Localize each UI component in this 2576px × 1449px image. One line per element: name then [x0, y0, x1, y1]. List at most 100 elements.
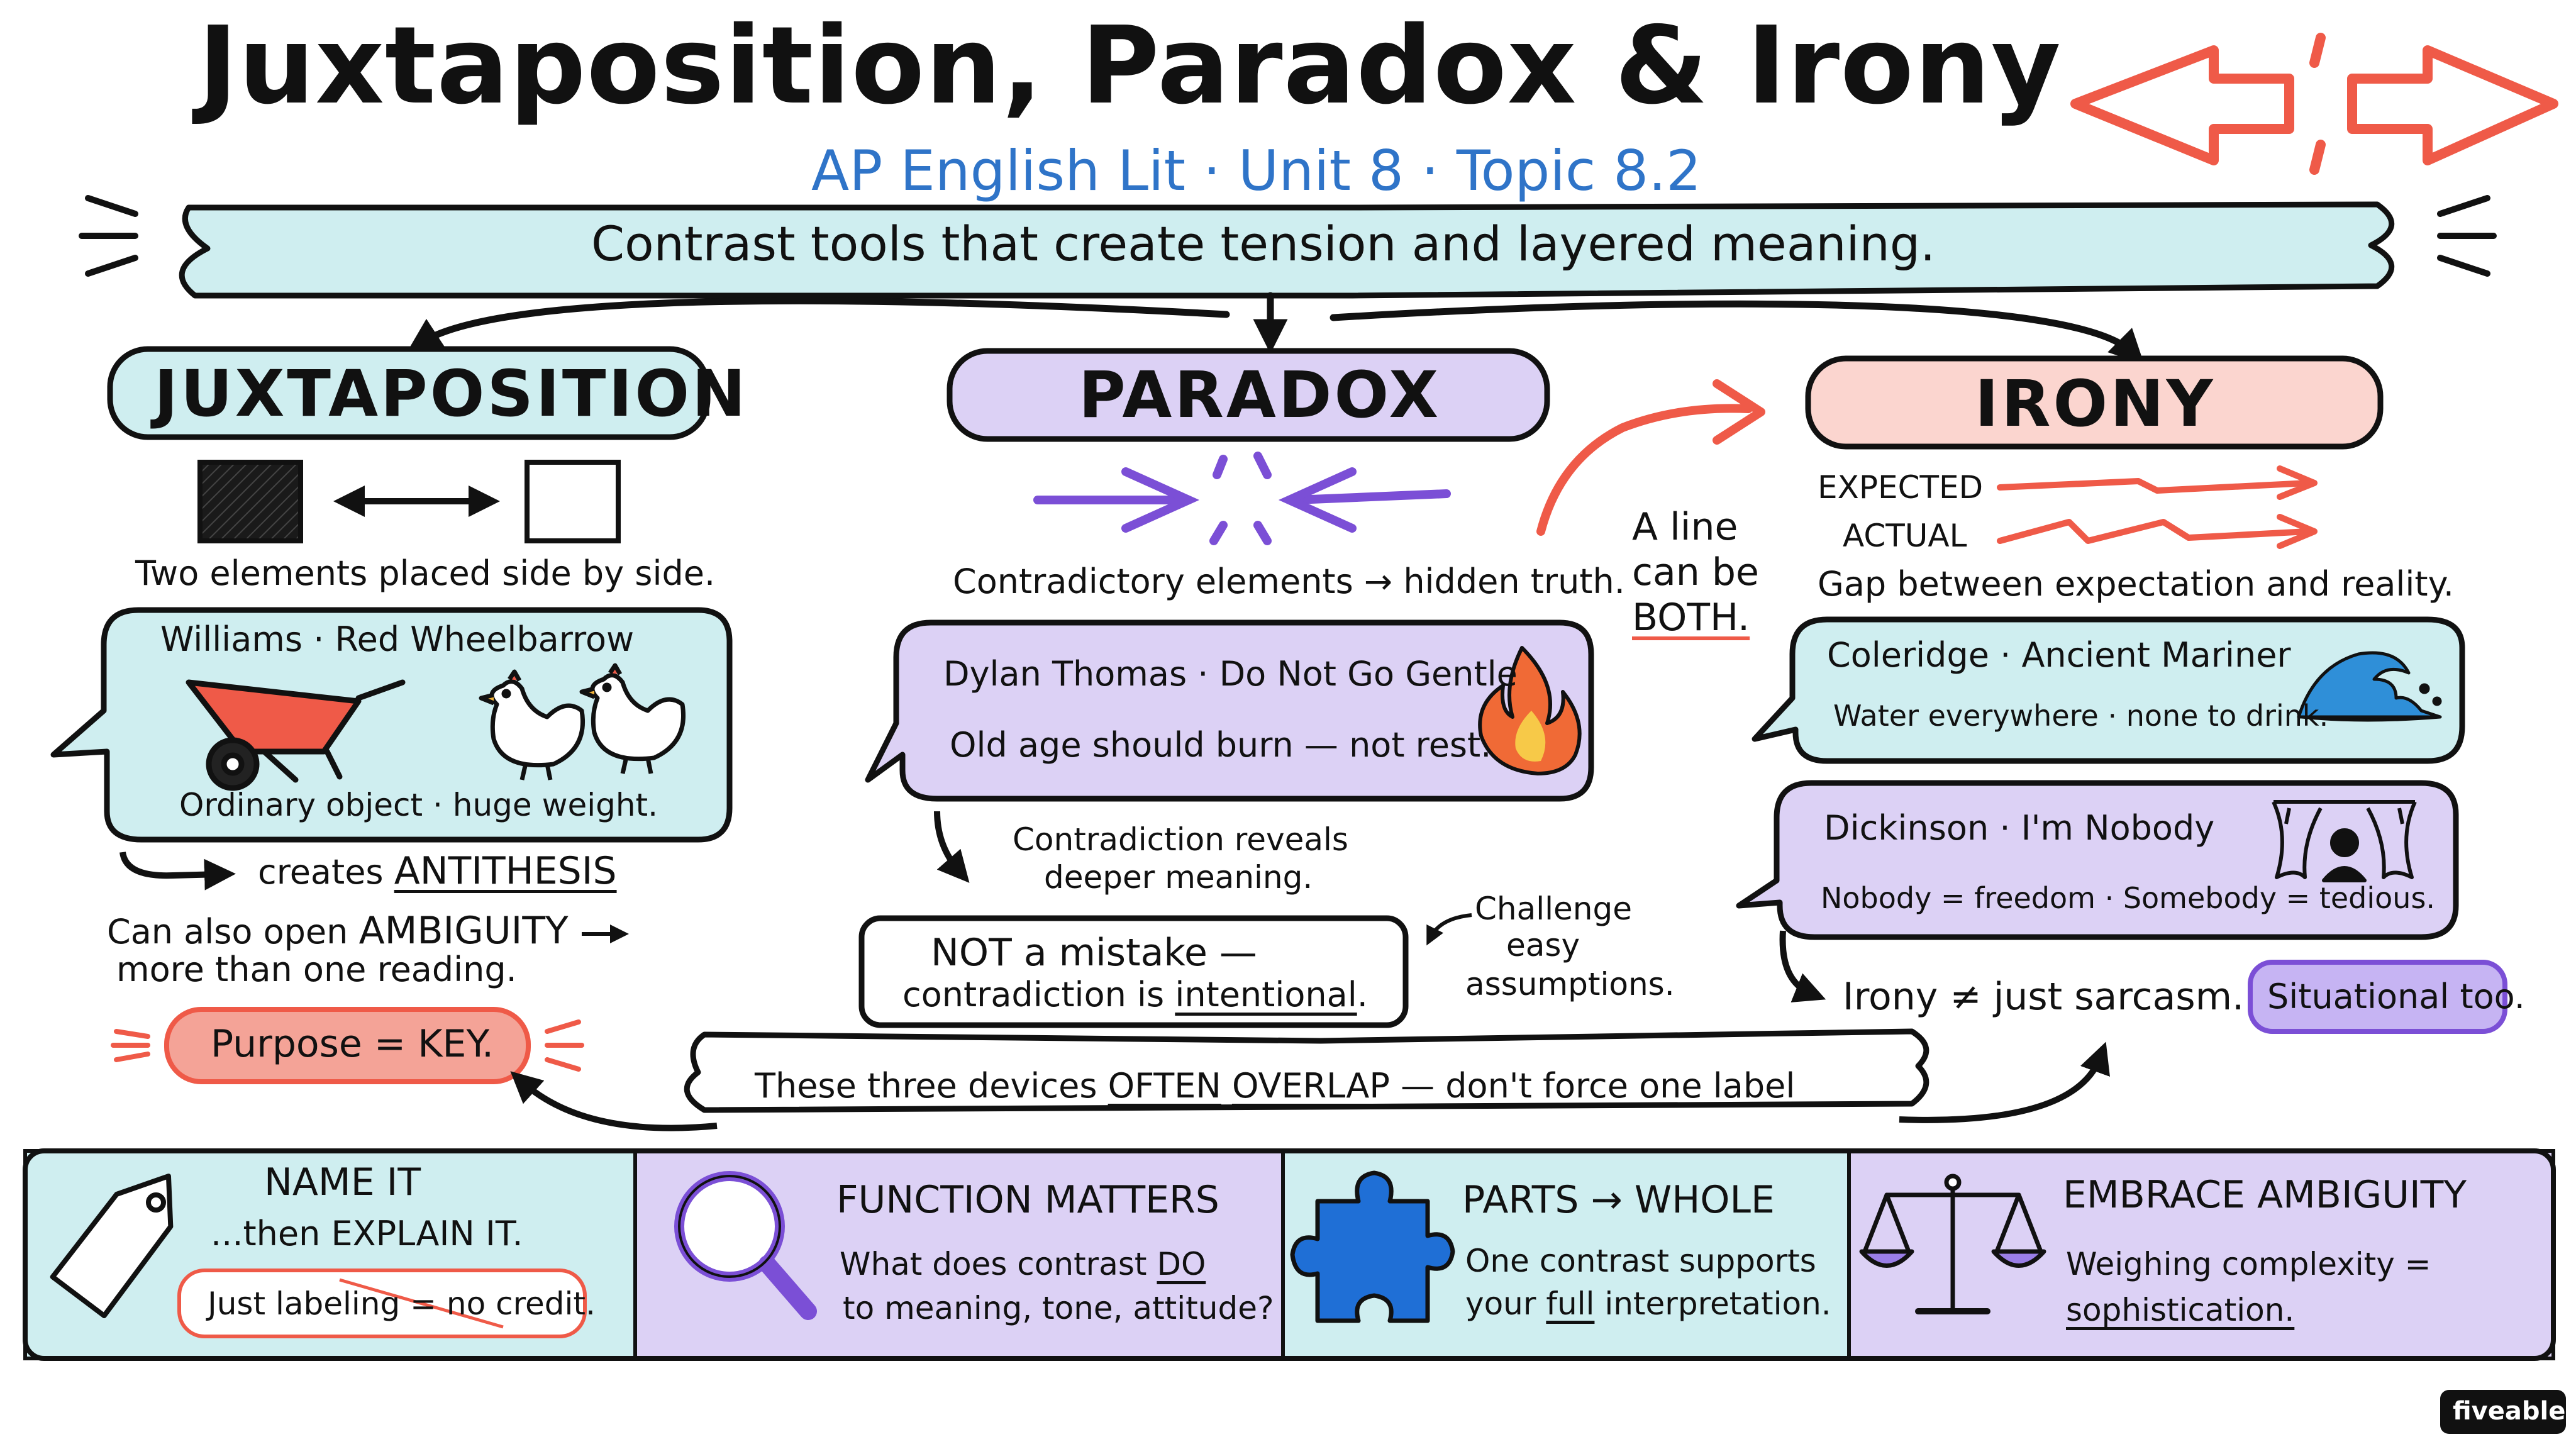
curved-arrow-icon: [1779, 930, 1826, 1002]
tip-2-line-2: to meaning, tone, attitude?: [843, 1290, 1274, 1326]
tip-3-line-2: your full interpretation.: [1465, 1288, 1831, 1319]
banner-arrows: [406, 292, 2145, 365]
tip-1-strike: Just labeling = no credit.: [208, 1285, 596, 1322]
creates-prefix: creates: [258, 852, 384, 892]
both-note-line-2: can be: [1632, 550, 1759, 594]
tip-3-term: full: [1546, 1285, 1595, 1322]
overlap-text: These three devices OFTEN OVERLAP — don'…: [755, 1069, 1795, 1103]
double-arrow-icon: [2070, 33, 2558, 175]
tip-3-line-1: One contrast supports: [1465, 1243, 1816, 1279]
tip-1-line: ...then EXPLAIN IT.: [211, 1214, 523, 1253]
antithesis-term: ANTITHESIS: [394, 849, 617, 893]
challenge-line-3: assumptions.: [1465, 966, 1675, 1002]
tip-2-line-1: What does contrast DO: [840, 1248, 1206, 1280]
stage-curtain-icon: [2272, 800, 2417, 882]
irony-example1-line: Water everywhere · none to drink.: [1833, 699, 2329, 733]
arrowhead-icon: [1713, 379, 1765, 445]
curved-arrow-icon: [934, 811, 970, 883]
irony-example2-line: Nobody = freedom · Somebody = tedious.: [1821, 881, 2436, 915]
expected-label: EXPECTED: [1818, 469, 1984, 506]
ambiguity-line-1: Can also open AMBIGUITY: [107, 912, 569, 950]
paradox-example-line: Old age should burn — not rest.: [950, 725, 1492, 765]
irony-heading: IRONY: [1975, 367, 2216, 441]
converging-arrows-icon: [1033, 452, 1451, 545]
ambiguity-line-2: more than one reading.: [116, 950, 517, 989]
juxtaposition-example-caption: Ordinary object · huge weight.: [179, 787, 658, 823]
purpose-text: Purpose = KEY.: [211, 1022, 494, 1066]
wave-icon: [2297, 651, 2442, 722]
actual-label: ACTUAL: [1843, 518, 1967, 554]
strike-line: [339, 1278, 504, 1329]
black-square-icon: [197, 460, 303, 543]
emphasis-lines-icon: [111, 1019, 584, 1072]
juxtaposition-definition: Two elements placed side by side.: [135, 553, 716, 593]
both-note-line-3: BOTH.: [1632, 596, 1750, 640]
irony-example2-title: Dickinson · I'm Nobody: [1824, 808, 2215, 848]
irony-example2-bubble: [1736, 780, 2459, 940]
arrow-left-icon: [1426, 913, 1472, 946]
brand-label: fiveable: [2453, 1397, 2566, 1426]
mistake-suffix: .: [1357, 975, 1368, 1014]
overlap-banner-shape: [684, 1028, 1929, 1113]
chicken-icon: [579, 663, 686, 774]
tip-4-line-2: sophistication.: [2066, 1292, 2295, 1328]
paradox-heading: PARADOX: [1079, 358, 1441, 433]
puzzle-icon: [1290, 1170, 1455, 1323]
creates-antithesis: creates ANTITHESIS: [258, 852, 617, 890]
actual-arrow-icon: [1997, 514, 2318, 549]
not-a-mistake-box: [858, 915, 1409, 1028]
fiveable-badge: [2440, 1390, 2566, 1434]
banner-text: Contrast tools that create tension and l…: [591, 216, 1936, 272]
irony-example1-bubble: [1752, 616, 2465, 764]
overlap-prefix: These three devices: [755, 1066, 1097, 1106]
tip-2-title: FUNCTION MATTERS: [836, 1178, 1219, 1222]
challenge-line-2: easy: [1506, 927, 1580, 963]
juxtaposition-heading-pill: [107, 346, 711, 440]
situational-badge: [2248, 960, 2507, 1034]
chicken-icon: [479, 669, 585, 780]
mistake-prefix: contradiction is: [902, 975, 1165, 1014]
tag-icon: [50, 1174, 174, 1319]
juxtaposition-example-title: Williams · Red Wheelbarrow: [160, 619, 635, 659]
ambiguity-prefix: Can also open: [107, 912, 348, 952]
paradox-heading-pill: [947, 348, 1550, 442]
curved-red-arrow-icon: [1536, 404, 1753, 536]
page-subtitle: AP English Lit · Unit 8 · Topic 8.2: [811, 138, 1702, 203]
tip-3-title: PARTS → WHOLE: [1462, 1178, 1775, 1222]
reveal-line-2: deeper meaning.: [1044, 859, 1313, 896]
juxtaposition-heading: JUXTAPOSITION: [154, 357, 748, 431]
tip-4-line-1: Weighing complexity =: [2066, 1246, 2431, 1282]
intentional-term: intentional: [1175, 975, 1357, 1014]
scale-icon: [1859, 1174, 2046, 1314]
tip-2-term: DO: [1157, 1246, 1206, 1282]
irony-heading-pill: [1805, 355, 2384, 450]
both-note-line-1: A line: [1632, 505, 1738, 549]
mistake-line-2: contradiction is intentional.: [902, 978, 1368, 1012]
purpose-pill: [164, 1007, 531, 1084]
tip-2-prefix: What does contrast: [840, 1246, 1147, 1282]
tip-4-title: EMBRACE AMBIGUITY: [2063, 1173, 2467, 1217]
banner-shape: [79, 195, 2497, 299]
tip-3-prefix: your: [1465, 1285, 1536, 1322]
overlap-term-2: OVERLAP: [1231, 1066, 1390, 1106]
curved-arrow-icon: [1899, 1041, 2110, 1123]
overlap-term-1: OFTEN: [1108, 1066, 1221, 1106]
white-square-icon: [525, 460, 621, 543]
curved-arrow-icon: [119, 852, 236, 891]
irony-definition: Gap between expectation and reality.: [1818, 564, 2455, 604]
expected-arrow-icon: [1997, 465, 2318, 500]
ambiguity-term: AMBIGUITY: [358, 909, 569, 953]
flame-icon: [1478, 646, 1582, 775]
paradox-example-bubble: [865, 619, 1594, 802]
tip-3-suffix: interpretation.: [1604, 1285, 1831, 1322]
tip-1-title: NAME IT: [264, 1160, 421, 1204]
challenge-line-1: Challenge: [1475, 891, 1632, 927]
irony-example1-title: Coleridge · Ancient Mariner: [1827, 635, 2291, 675]
sarcasm-line: Irony ≠ just sarcasm.: [1843, 975, 2245, 1019]
situational-text: Situational too.: [2267, 977, 2525, 1016]
reveal-line-1: Contradiction reveals: [1013, 821, 1348, 858]
page-title: Juxtaposition, Paradox & Irony: [198, 4, 2062, 128]
paradox-definition: Contradictory elements → hidden truth.: [953, 562, 1625, 601]
overlap-suffix: — don't force one label: [1401, 1066, 1796, 1106]
